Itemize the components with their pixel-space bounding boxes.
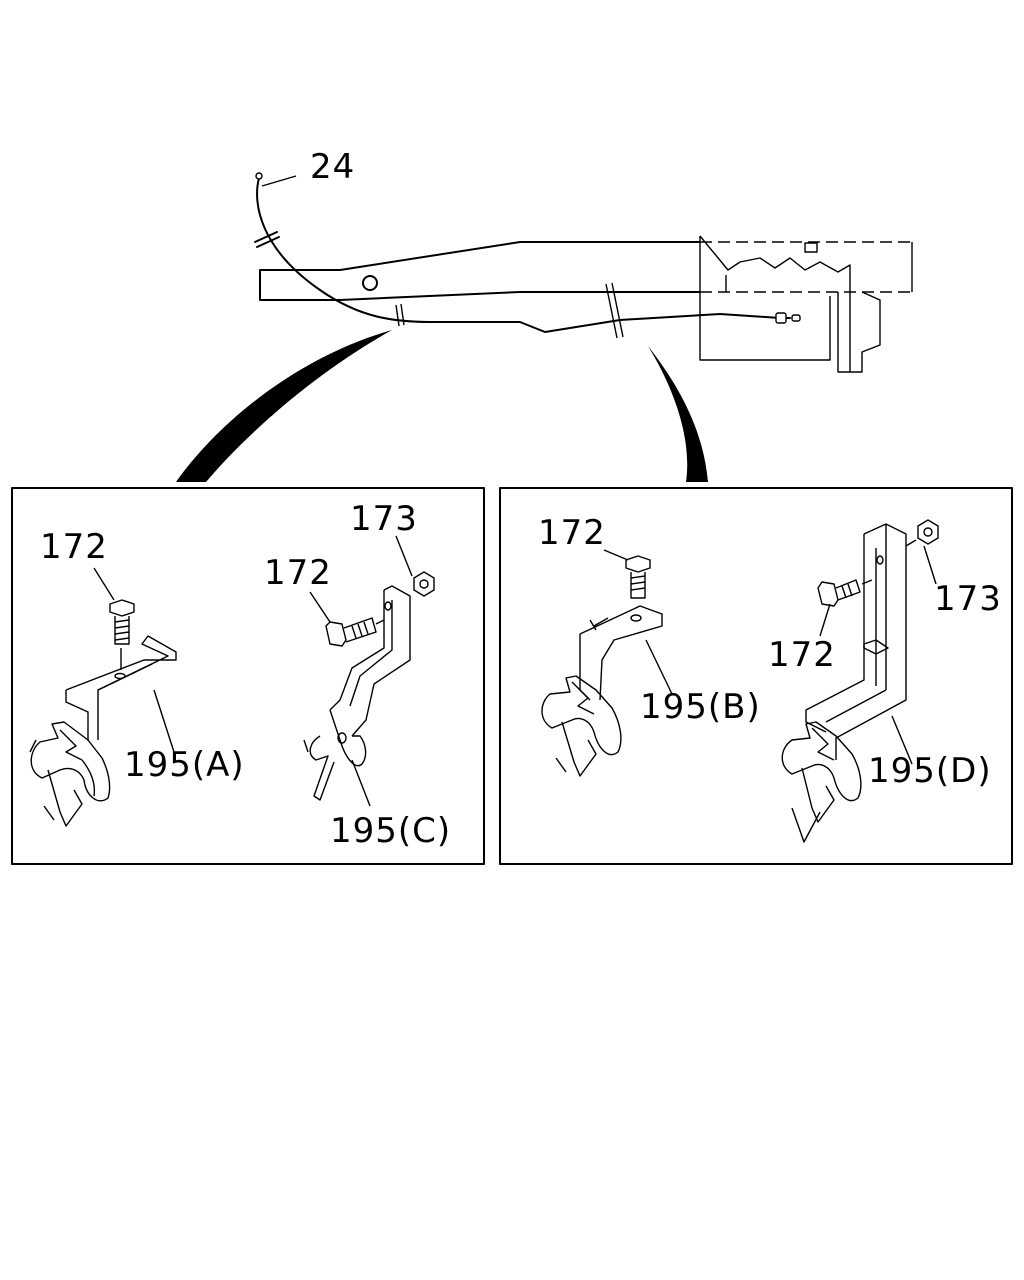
bracket-195d xyxy=(781,519,939,843)
callout-172-right-b: 172 xyxy=(538,513,606,553)
callout-172-right-d: 172 xyxy=(768,635,836,675)
bracket-195c xyxy=(303,535,435,807)
callout-195a: 195(A) xyxy=(124,745,245,785)
callout-24: 24 xyxy=(310,147,356,187)
detail-panel-right xyxy=(499,487,1013,865)
frame-rail xyxy=(259,235,913,373)
detail-pointer-left xyxy=(176,330,392,482)
callout-195d: 195(D) xyxy=(868,751,992,791)
bracket-195a xyxy=(29,567,177,827)
callout-195c: 195(C) xyxy=(330,811,452,851)
detail-panel-left xyxy=(11,487,485,865)
bracket-195b xyxy=(541,549,673,777)
callout-195b: 195(B) xyxy=(640,687,761,727)
callout-173-right: 173 xyxy=(934,579,1002,619)
callout-172-left-a: 172 xyxy=(40,527,108,567)
parking-brake-cable xyxy=(254,172,801,339)
callout-172-left-c: 172 xyxy=(264,553,332,593)
callout-173-left: 173 xyxy=(350,499,418,539)
detail-pointer-right xyxy=(648,346,708,482)
